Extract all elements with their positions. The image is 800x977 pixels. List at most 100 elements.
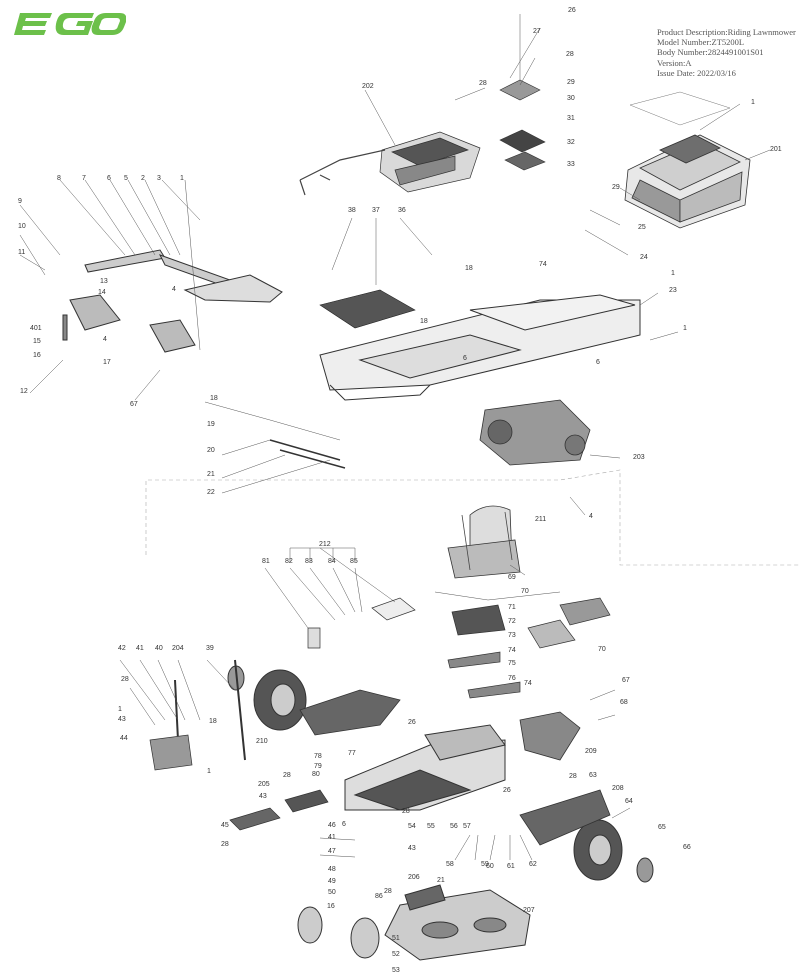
lower-callout-77: 77	[348, 750, 356, 757]
lower-callout-62: 62	[529, 861, 537, 868]
lower-callout-51: 51	[392, 935, 400, 942]
lower-callout-59: 59	[481, 861, 489, 868]
lower-callout-1: 1	[118, 706, 122, 713]
lower-callout-48: 48	[328, 866, 336, 873]
upper-callout-6: 6	[596, 359, 600, 366]
mower-deck-207	[384, 884, 531, 961]
battery-cover-outline	[629, 91, 731, 126]
tray-assembly	[447, 597, 611, 699]
lower-callout-28: 28	[384, 888, 392, 895]
lower-callout-28: 28	[121, 676, 129, 683]
lower-callout-75: 75	[508, 660, 516, 667]
lower-callout-18: 18	[209, 718, 217, 725]
upper-callout-7: 7	[82, 175, 86, 182]
lower-callout-47: 47	[328, 848, 336, 855]
upper-callout-37: 37	[372, 207, 380, 214]
lower-callout-78: 78	[314, 753, 322, 760]
lower-callout-39: 39	[206, 645, 214, 652]
upper-callout-20: 20	[207, 447, 215, 454]
lower-callout-28: 28	[402, 808, 410, 815]
upper-callout-28: 28	[566, 51, 574, 58]
lower-callout-208: 208	[612, 785, 624, 792]
upper-callout-9: 9	[18, 198, 22, 205]
upper-callout-1: 1	[671, 270, 675, 277]
upper-callout-12: 12	[20, 388, 28, 395]
lower-callout-26: 26	[408, 719, 416, 726]
lower-callout-41: 41	[328, 834, 336, 841]
issue-date: Issue Date: 2022/03/16	[657, 67, 736, 78]
lower-callout-83: 83	[305, 558, 313, 565]
upper-callout-21: 21	[207, 471, 215, 478]
upper-callout-19: 19	[207, 421, 215, 428]
upper-callout-3: 3	[157, 175, 161, 182]
lower-callout-212: 212	[319, 541, 331, 548]
lower-callout-46: 46	[328, 822, 336, 829]
box-212	[371, 597, 416, 621]
upper-callout-29: 29	[567, 79, 575, 86]
product-description: Product Description:Riding Lawnmower	[657, 27, 796, 37]
drive-motor-203	[479, 399, 591, 466]
lower-callout-26: 26	[503, 787, 511, 794]
upper-callout-22: 22	[207, 489, 215, 496]
seat-tray-37	[319, 289, 416, 329]
lower-callout-45: 45	[221, 822, 229, 829]
lower-callout-41: 41	[136, 645, 144, 652]
main-frame	[319, 294, 641, 401]
lower-callout-76: 76	[508, 675, 516, 682]
upper-callout-30: 30	[567, 95, 575, 102]
steering-linkage	[62, 249, 283, 353]
lower-callout-210: 210	[256, 738, 268, 745]
lower-callout-21: 21	[437, 877, 445, 884]
leader-lines-lower	[119, 547, 631, 861]
fender-right-208	[519, 789, 611, 846]
upper-callout-27: 27	[533, 28, 541, 35]
upper-callout-5: 5	[124, 175, 128, 182]
lower-callout-82: 82	[285, 558, 293, 565]
controller-module-202	[379, 131, 481, 193]
lower-callout-61: 61	[507, 863, 515, 870]
upper-callout-14: 14	[98, 289, 106, 296]
lower-callout-81: 81	[262, 558, 270, 565]
upper-callout-25: 25	[638, 224, 646, 231]
leader-lines-upper	[19, 14, 771, 516]
upper-callout-67: 67	[130, 401, 138, 408]
lower-callout-211: 211	[535, 516, 546, 523]
lower-callout-207: 207	[523, 907, 535, 914]
lower-callout-58: 58	[446, 861, 454, 868]
upper-callout-6: 6	[463, 355, 467, 362]
lower-callout-72: 72	[508, 618, 516, 625]
lower-callout-80: 80	[312, 771, 320, 778]
ego-logo	[14, 13, 126, 35]
lower-callout-68: 68	[620, 699, 628, 706]
lower-callout-71: 71	[508, 604, 516, 611]
lower-callout-57: 57	[463, 823, 471, 830]
upper-callout-24: 24	[640, 254, 648, 261]
lower-callout-43: 43	[408, 845, 416, 852]
lower-callout-6: 6	[342, 821, 346, 828]
lower-callout-74: 74	[508, 647, 516, 654]
circuit-boards	[499, 79, 546, 171]
version: Version:A	[657, 57, 692, 68]
lower-callout-50: 50	[328, 889, 336, 896]
lower-callout-28: 28	[221, 841, 229, 848]
upper-callout-1: 1	[751, 99, 755, 106]
lower-callout-209: 209	[585, 748, 597, 755]
lower-callout-43: 43	[259, 793, 267, 800]
lower-callout-16: 16	[327, 903, 335, 910]
upper-callout-36: 36	[398, 207, 406, 214]
lower-frame	[344, 724, 506, 811]
upper-callout-16: 16	[33, 352, 41, 359]
battery-pack-201	[624, 134, 751, 229]
fender-left	[299, 689, 401, 736]
lower-callout-79: 79	[314, 763, 322, 770]
lower-callout-70: 70	[598, 646, 606, 653]
upper-callout-13: 13	[100, 278, 108, 285]
lower-callout-206: 206	[408, 874, 420, 881]
lower-callout-44: 44	[120, 735, 128, 742]
model-number: Model Number:ZT5200L	[657, 37, 745, 48]
upper-callout-15: 15	[33, 338, 41, 345]
upper-callout-26: 26	[568, 7, 576, 14]
